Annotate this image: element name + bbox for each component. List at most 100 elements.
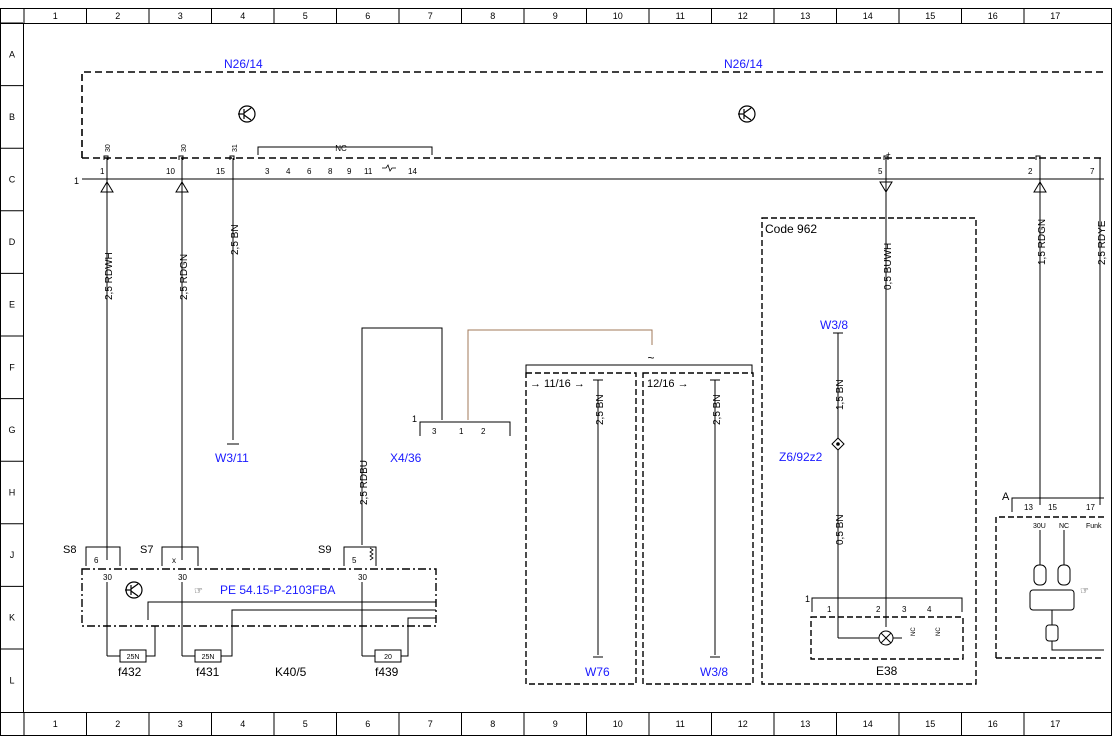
column-label: 7 xyxy=(428,11,433,21)
wire-label: 0,5 BN xyxy=(835,514,846,545)
ground-ref-w3-11[interactable]: W3/11 xyxy=(215,451,249,465)
row-label: L xyxy=(9,675,14,685)
column-label: 13 xyxy=(800,719,810,729)
connector-x4-36: 1 3 1 2 X4/36 xyxy=(361,327,653,545)
pin-function: 30 xyxy=(178,573,187,582)
column-label: 17 xyxy=(1050,719,1060,729)
column-label: 5 xyxy=(303,11,308,21)
connector-pin: 1 xyxy=(459,427,464,436)
plug-connector-icon xyxy=(1029,530,1104,651)
column-label: 3 xyxy=(178,719,183,729)
splice-label[interactable]: Z6/92z2 xyxy=(779,450,823,464)
lamp-pin: 4 xyxy=(927,605,932,614)
pin-function: 30 xyxy=(103,573,112,582)
column-label: 3 xyxy=(178,11,183,21)
pin-function: + xyxy=(886,150,891,159)
transistor-icon xyxy=(738,105,756,123)
column-label: 6 xyxy=(365,11,370,21)
lamp-icon xyxy=(878,630,894,646)
fuse-rating: 20 xyxy=(384,654,392,661)
wire-label: 2,5 RDYE xyxy=(1097,220,1108,265)
splice-icon xyxy=(831,437,845,451)
wire-label: 2,5 RDWH xyxy=(104,252,115,300)
pin-label: 11 xyxy=(364,167,373,176)
switch-label: S9 xyxy=(318,544,331,556)
connector-pin: 3 xyxy=(432,427,437,436)
connector-label[interactable]: X4/36 xyxy=(390,451,422,465)
module-pin: 17 xyxy=(1086,503,1095,512)
ground-ref-w3-8[interactable]: W3/8 xyxy=(700,665,728,679)
column-label: 4 xyxy=(240,719,245,729)
column-label: 11 xyxy=(676,11,685,21)
pin-function: 30 xyxy=(105,144,112,152)
column-label: 17 xyxy=(1050,11,1060,21)
variant-label-right: 12/16 → xyxy=(647,378,689,390)
column-label: 16 xyxy=(988,11,998,21)
switch-pin: x xyxy=(172,556,176,565)
column-label: 11 xyxy=(676,719,685,729)
variant-label-left: → 11/16 → xyxy=(530,378,585,390)
wire-label: 2,5 BN xyxy=(712,394,723,425)
column-label: 8 xyxy=(490,719,495,729)
switch-label: S8 xyxy=(63,544,76,556)
fuse-label: f432 xyxy=(118,665,142,679)
code-962-box: Code 962 W3/8 Z6/92z2 xyxy=(761,217,977,685)
column-label: 15 xyxy=(925,719,935,729)
row-label: F xyxy=(9,362,15,372)
relay-module-k40-5: S8 S7 S9 6 x 5 30 30 30 ☞ PE 54.15-P-210… xyxy=(63,544,437,679)
transistor-icon xyxy=(238,105,256,123)
module-label-left[interactable]: N26/14 xyxy=(224,57,263,71)
pin-side-marker: 1 xyxy=(74,176,79,186)
row-label: B xyxy=(9,112,15,122)
pin-label: 3 xyxy=(265,167,270,176)
module-pin: 13 xyxy=(1024,503,1033,512)
ground-ref-w3-8-top[interactable]: W3/8 xyxy=(820,318,848,332)
row-label: K xyxy=(9,613,15,623)
column-label: 10 xyxy=(613,719,623,729)
module-n26-14: N26/14 N26/14 NC 1 1 10 15 3 4 6 8 9 11 … xyxy=(74,57,1104,186)
module-label-right[interactable]: N26/14 xyxy=(724,57,763,71)
pin-label: 1 xyxy=(100,167,105,176)
pin-label: 14 xyxy=(408,167,417,176)
variant-blocks: ~ → 11/16 → 12/16 → xyxy=(525,351,754,685)
pin-label: 8 xyxy=(328,167,333,176)
transistor-icon xyxy=(125,581,143,599)
pin-label: 15 xyxy=(216,167,225,176)
pin-label: 2 xyxy=(1028,167,1033,176)
wire-label: 2,5 RDGN xyxy=(179,254,190,300)
relay-label: K40/5 xyxy=(275,665,307,679)
lamp-pin: 1 xyxy=(827,605,832,614)
pin-function: 31 xyxy=(232,144,239,152)
column-label: 6 xyxy=(365,719,370,729)
variant-symbol: ~ xyxy=(647,351,654,365)
row-label: E xyxy=(9,300,15,310)
ground-ref-w76[interactable]: W76 xyxy=(585,665,610,679)
pin-function: 30 xyxy=(181,144,188,152)
fuse-label: f439 xyxy=(375,665,399,679)
reference-hand-icon[interactable]: ☞ xyxy=(1080,586,1089,597)
pin-function: 30 xyxy=(358,573,367,582)
lamp-nc: NC xyxy=(911,627,917,636)
column-label: 9 xyxy=(553,719,558,729)
pin-label: 4 xyxy=(286,167,291,176)
row-label: G xyxy=(8,425,15,435)
column-label: 8 xyxy=(490,11,495,21)
reference-link[interactable]: PE 54.15-P-2103FBA xyxy=(220,583,335,597)
column-label: 12 xyxy=(738,719,748,729)
switch-pin: 5 xyxy=(352,556,357,565)
reference-hand-icon[interactable]: ☞ xyxy=(194,586,203,597)
lamp-nc: NC xyxy=(936,627,942,636)
wire-label: 2,5 RDBU xyxy=(359,460,370,505)
lamp-marker: 1 xyxy=(805,594,810,604)
row-label: J xyxy=(10,550,15,560)
pin-label: 6 xyxy=(307,167,312,176)
lamp-e38: 1 1 2 3 4 NC NC E38 xyxy=(805,594,964,678)
row-label: A xyxy=(9,49,15,59)
column-label: 1 xyxy=(53,11,58,21)
fuse-rating: 25N xyxy=(202,654,215,661)
column-label: 15 xyxy=(925,11,935,21)
column-label: 2 xyxy=(115,719,120,729)
nc-bracket-label: NC xyxy=(335,144,347,153)
lamp-pin: 3 xyxy=(902,605,907,614)
